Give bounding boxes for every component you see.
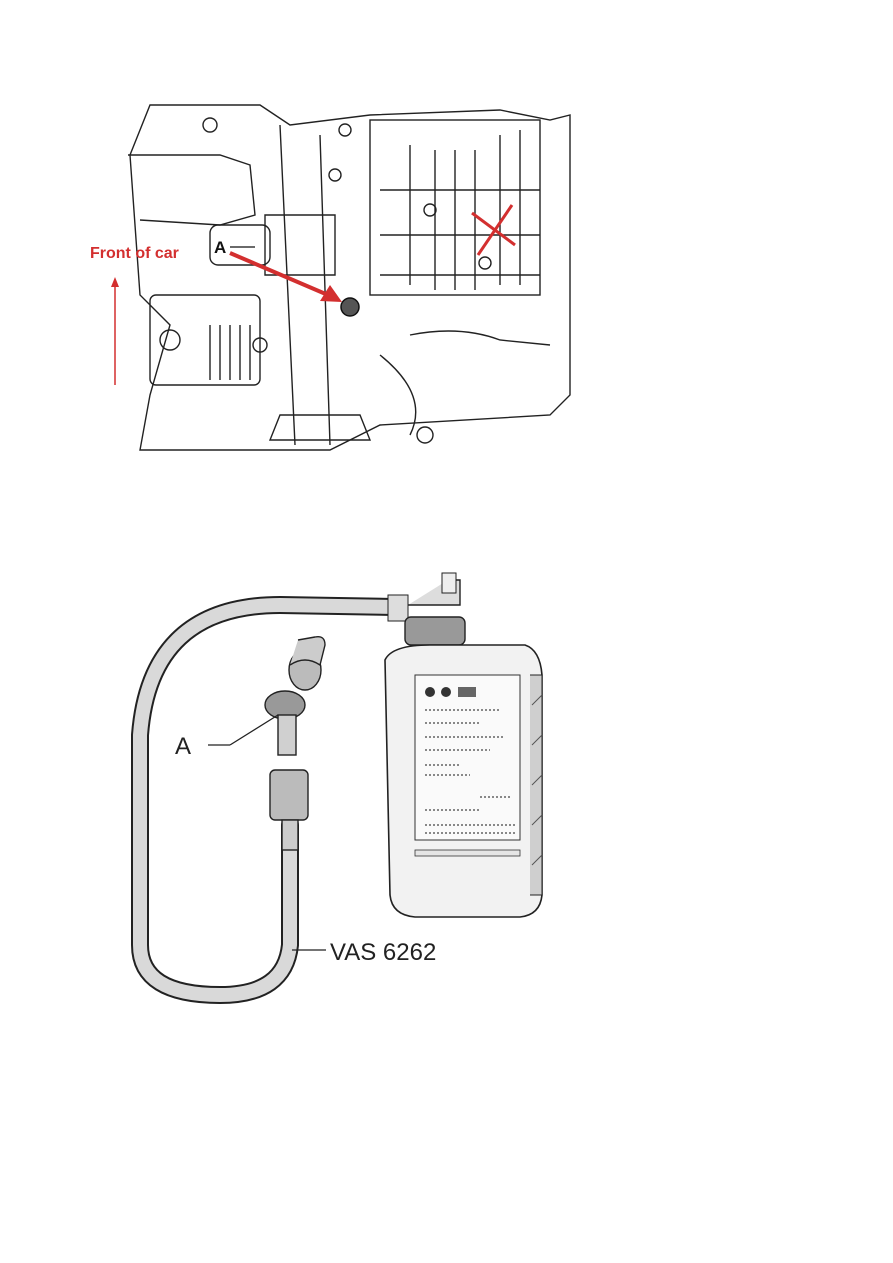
transmission-illustration: Front of car A (80, 95, 580, 460)
tool-number-label: VAS 6262 (330, 939, 437, 966)
fill-plug-marker (340, 297, 360, 317)
callout-a-label: A (214, 238, 227, 257)
red-arrow-icon (320, 285, 342, 302)
callout-a-label: A (175, 733, 192, 760)
red-cross-icon (471, 204, 516, 256)
filling-tool-drawing (131, 572, 543, 1005)
transmission-drawing (111, 104, 571, 451)
front-direction-arrow-icon (111, 277, 119, 385)
filling-tool-illustration: A VAS 6262 (130, 565, 560, 1035)
front-of-car-label: Front of car (90, 245, 179, 262)
adapter-a (264, 635, 326, 851)
